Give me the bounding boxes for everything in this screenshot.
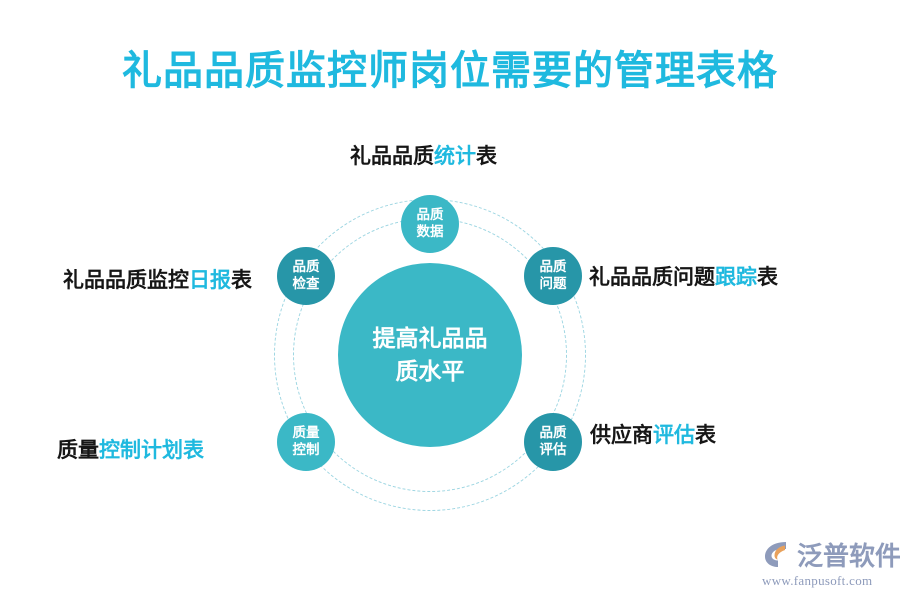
brand-logo-row: 泛普软件 xyxy=(762,536,900,572)
label-statistics-post: 表 xyxy=(476,144,497,168)
label-tracking-post: 表 xyxy=(757,265,778,289)
node-quality-data-line-2: 数据 xyxy=(416,224,444,239)
label-issue-tracking-table: 礼品品质问题跟踪表 xyxy=(589,261,778,291)
center-hub-line-1: 提高礼品品 xyxy=(372,325,488,351)
node-quality-control[interactable]: 质量 控制 xyxy=(277,413,335,471)
fanpu-logo-icon xyxy=(765,542,786,567)
node-quality-issue-line-2: 问题 xyxy=(539,276,567,291)
node-quality-control-line-1: 质量 xyxy=(292,425,320,441)
center-hub-line-2: 质水平 xyxy=(395,359,465,384)
node-quality-control-line-2: 控制 xyxy=(292,442,320,457)
label-daily-highlight: 日报 xyxy=(189,268,231,292)
node-quality-evaluation[interactable]: 品质 评估 xyxy=(524,413,582,471)
label-supplier-pre: 供应商 xyxy=(590,423,653,447)
node-quality-data[interactable]: 品质 数据 xyxy=(401,195,459,253)
node-quality-data-line-1: 品质 xyxy=(416,207,444,223)
circular-diagram: 提高礼品品 质水平 品质 数据 品质 问题 品质 评估 质量 控制 品质 检查 xyxy=(260,185,600,525)
node-quality-evaluation-line-2: 评估 xyxy=(539,442,567,457)
node-quality-issue[interactable]: 品质 问题 xyxy=(524,247,582,305)
node-quality-inspection-line-1: 品质 xyxy=(292,259,320,275)
label-daily-post: 表 xyxy=(231,268,252,292)
brand-logo: 泛普软件 www.fanpusoft.com xyxy=(762,536,900,592)
node-quality-inspection[interactable]: 品质 检查 xyxy=(277,247,335,305)
node-quality-inspection-line-2: 检查 xyxy=(292,276,320,291)
label-plan-highlight: 控制计划表 xyxy=(99,438,204,462)
brand-name: 泛普软件 xyxy=(797,541,900,571)
label-tracking-highlight: 跟踪 xyxy=(715,265,757,289)
label-statistics-highlight: 统计 xyxy=(434,144,476,168)
label-supplier-highlight: 评估 xyxy=(653,423,695,447)
label-plan-pre: 质量 xyxy=(57,438,99,462)
brand-url: www.fanpusoft.com xyxy=(762,573,873,588)
page-title: 礼品品质监控师岗位需要的管理表格 xyxy=(122,48,778,93)
label-tracking-pre: 礼品品质问题 xyxy=(589,265,715,289)
label-daily-report-table: 礼品品质监控日报表 xyxy=(63,264,252,294)
node-quality-issue-line-1: 品质 xyxy=(539,259,567,275)
label-daily-pre: 礼品品质监控 xyxy=(63,268,189,292)
label-supplier-post: 表 xyxy=(695,423,716,447)
node-quality-evaluation-line-1: 品质 xyxy=(539,425,567,441)
label-supplier-evaluation-table: 供应商评估表 xyxy=(590,419,716,449)
center-hub-circle: 提高礼品品 质水平 xyxy=(338,263,522,447)
label-statistics-pre: 礼品品质 xyxy=(350,144,434,168)
label-quality-control-plan-table: 质量控制计划表 xyxy=(57,434,204,464)
label-statistics-table: 礼品品质统计表 xyxy=(350,140,497,170)
